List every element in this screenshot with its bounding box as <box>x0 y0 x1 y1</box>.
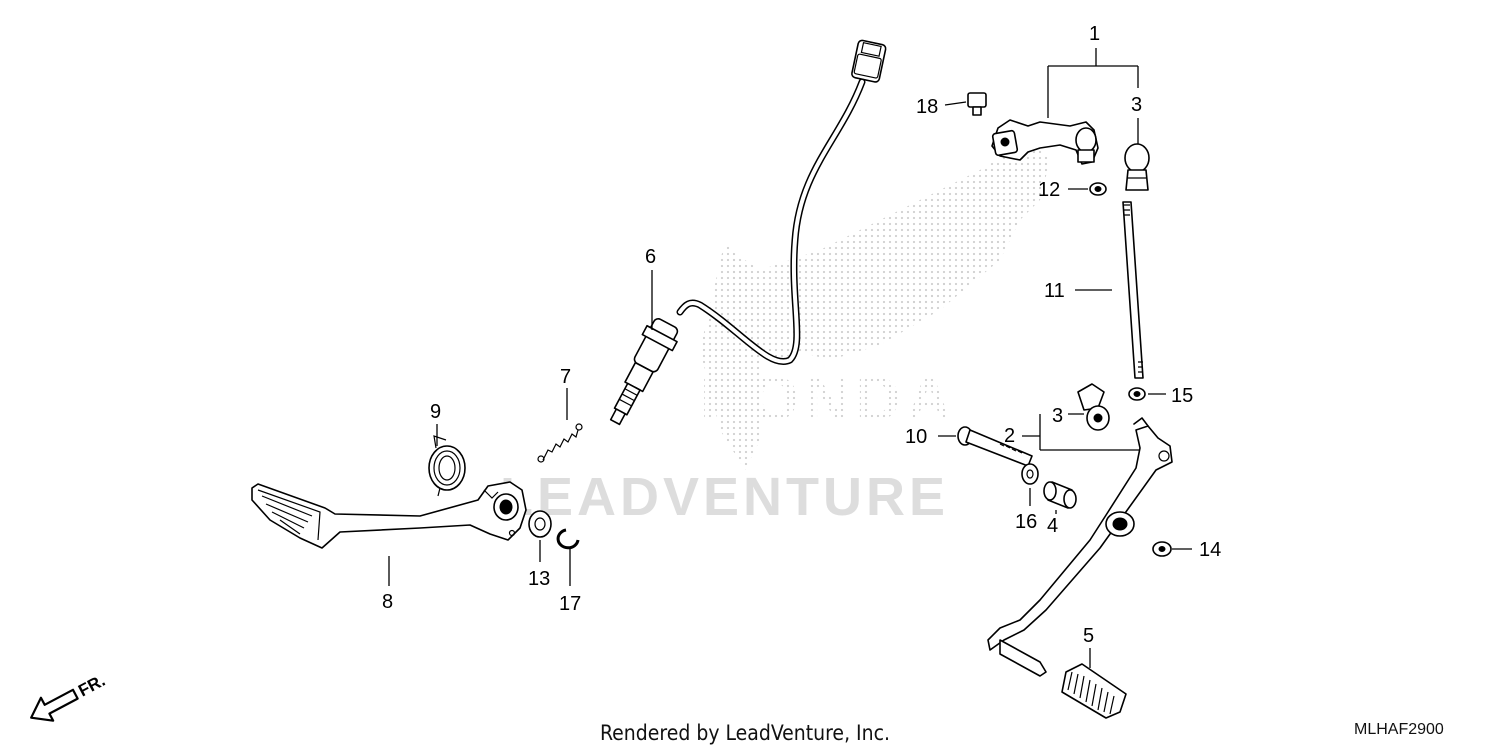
part-11-tie-rod <box>1122 201 1144 379</box>
callout-13: 13 <box>528 568 550 590</box>
callout-5: 5 <box>1083 625 1094 647</box>
part-12-nut <box>1089 182 1107 196</box>
part-3-rod-end-lower <box>1077 383 1110 431</box>
part-8-brake-pedal <box>251 481 527 549</box>
part-5-shift-rubber <box>1061 663 1127 719</box>
callout-15: 15 <box>1171 385 1193 407</box>
part-1-shift-arm <box>991 119 1099 165</box>
callout-14: 14 <box>1199 539 1221 561</box>
callout-7: 7 <box>560 366 571 388</box>
diagram-code: MLHAF2900 <box>1354 721 1444 738</box>
part-14-washer <box>1152 541 1172 557</box>
callout-2: 2 <box>1004 425 1015 447</box>
part-10-bolt <box>957 426 1033 467</box>
callout-1: 1 <box>1089 23 1100 45</box>
callout-12: 12 <box>1038 179 1060 201</box>
front-direction-indicator: FR. <box>30 671 108 722</box>
footer-credit: Rendered by LeadVenture, Inc. <box>600 721 890 745</box>
part-2-gearshift-pedal <box>987 417 1173 677</box>
leader-lines <box>388 48 1192 668</box>
part-3-rod-end-upper <box>1124 143 1150 191</box>
direction-label: FR. <box>75 671 108 701</box>
callout-6: 6 <box>645 246 656 268</box>
part-16-washer <box>1021 463 1039 485</box>
callout-8: 8 <box>382 591 393 613</box>
part-15-nut <box>1128 387 1146 401</box>
part-4-collar <box>1043 481 1077 509</box>
part-17-clip <box>556 528 580 550</box>
callout-3-upper: 3 <box>1131 94 1142 116</box>
part-6-brake-switch <box>609 39 887 426</box>
callout-11: 11 <box>1044 280 1065 302</box>
honda-wing-watermark <box>700 140 1050 470</box>
part-13-washer <box>528 510 552 538</box>
part-9-return-spring <box>428 435 466 497</box>
callout-18: 18 <box>916 96 938 118</box>
watermark: HONDA LEADVENTURE <box>500 140 1050 527</box>
arrow-left-icon <box>30 688 79 722</box>
watermark-text: LEADVENTURE <box>500 467 949 527</box>
watermark-brand: HONDA <box>700 365 957 434</box>
callout-9: 9 <box>430 401 441 423</box>
callout-17: 17 <box>559 593 581 615</box>
callout-16: 16 <box>1015 511 1037 533</box>
part-7-spring <box>537 423 583 463</box>
part-18-bolt <box>967 92 987 116</box>
callouts: 1 3 18 12 11 15 3 2 10 16 4 14 5 6 7 9 1… <box>382 23 1221 647</box>
callout-4: 4 <box>1047 515 1058 537</box>
callout-3-lower: 3 <box>1052 405 1063 427</box>
callout-10: 10 <box>905 426 927 448</box>
